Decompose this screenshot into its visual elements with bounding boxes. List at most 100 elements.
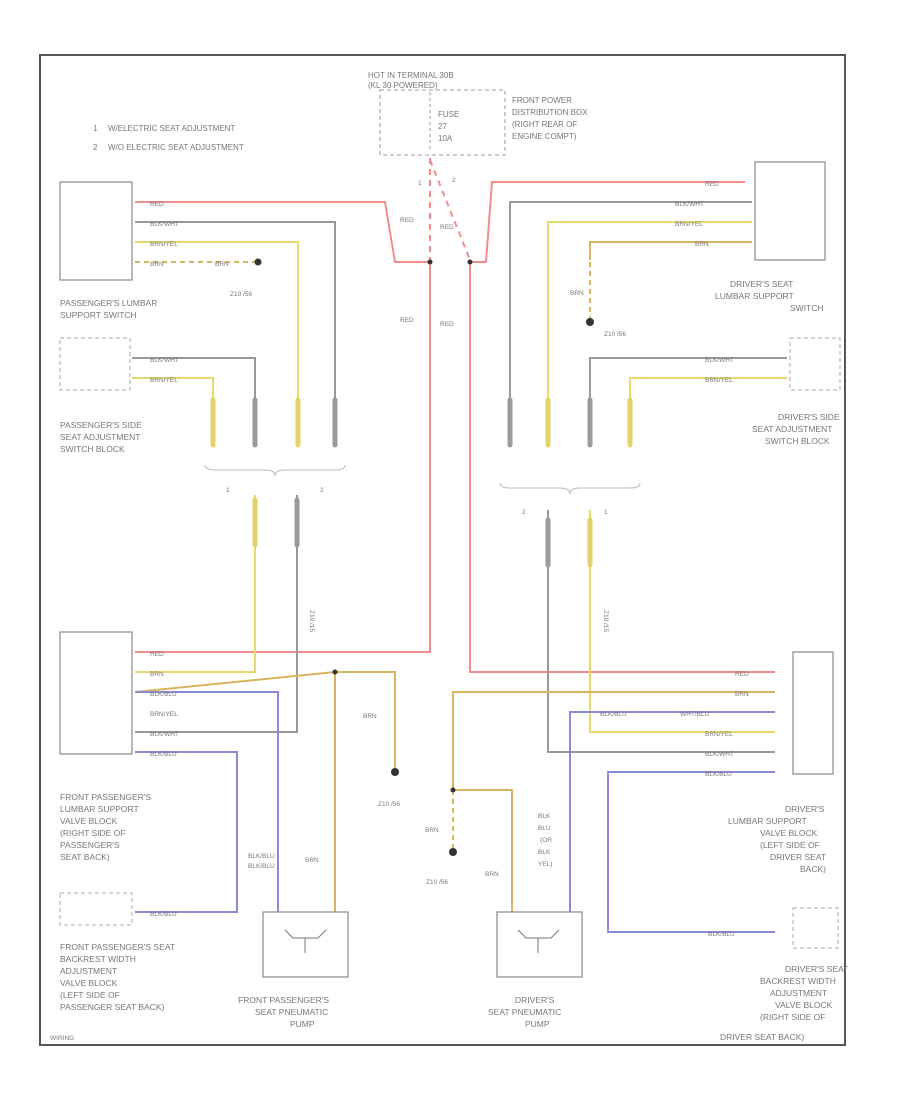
pass-switch-red: RED: [150, 201, 164, 208]
pass-lumbar-label-1: PASSENGER'S LUMBAR: [60, 298, 157, 308]
wire-blkwht-pass-2: [132, 357, 256, 420]
pass-pump-blu-2: BLK/BLU: [248, 863, 275, 870]
ground-dot-4: [449, 848, 457, 856]
drv-side-blkwht: BLK/WHT: [705, 357, 734, 364]
pass-valve-blublu: BLK/BLU: [150, 691, 177, 698]
red-label-1: RED: [400, 217, 414, 224]
drv-width-label-1: DRIVER'S SEAT: [785, 964, 848, 974]
pass-pump-box: [262, 911, 349, 978]
footer-code: WIRING: [50, 1035, 74, 1042]
wire-blkwht-pass-1: [135, 221, 336, 420]
pass-width-label-1: FRONT PASSENGER'S SEAT: [60, 942, 175, 952]
pass-option-1: 1: [226, 487, 230, 494]
drv-valve-label-4: (LEFT SIDE OF: [760, 840, 820, 850]
pass-valve-brn: BRN: [150, 671, 164, 678]
pass-pump-label-3: PUMP: [290, 1019, 315, 1029]
wire-red-pass-valve: [135, 262, 431, 653]
wire-red-drv-valve: [469, 262, 775, 673]
pass-option-2: 2: [320, 487, 324, 494]
drv-down-connectors: [545, 517, 593, 568]
drv-valve-label-1: DRIVER'S: [785, 804, 825, 814]
wire-brnyel-drv-down: [589, 510, 775, 733]
pass-down-connectors: [252, 497, 300, 548]
wire-red-drop-2: [429, 159, 471, 261]
fuse-rating: 10A: [438, 134, 453, 143]
box-label-2: DISTRIBUTION BOX: [512, 108, 588, 117]
pass-switch-blkwht: BLK/WHT: [150, 221, 179, 228]
drv-pump-blu-4: BLK: [538, 849, 551, 856]
pass-switch-brn: BRN: [150, 261, 164, 268]
drv-side-label-1: DRIVER'S SIDE: [778, 412, 840, 422]
drv-valve-blublu-2: BLK/BLU: [705, 771, 732, 778]
pass-valve-red: RED: [150, 651, 164, 658]
drv-pump-brn: BRN: [485, 871, 499, 878]
red-label-4: RED: [440, 321, 454, 328]
splice-label-1: Z10 /15: [308, 610, 315, 632]
wire-blublu-pass-1: [135, 691, 279, 912]
pass-side-brnyel: BRN/YEL: [150, 377, 178, 384]
drv-down-wires: [547, 510, 775, 753]
drv-width-label-2: BACKREST WIDTH: [760, 976, 836, 986]
pass-valve-label-5: PASSENGER'S: [60, 840, 120, 850]
pass-valve-wires: [134, 671, 396, 913]
pass-down-wires: [135, 495, 298, 733]
wire-brnyel-pass-down: [135, 495, 256, 673]
splice-dot-red-2: [467, 259, 473, 265]
ground-dot-3: [586, 318, 594, 326]
drv-pump-blu-2: BLU: [538, 825, 551, 832]
fuse-number: 27: [438, 122, 447, 131]
pass-side-label-3: SWITCH BLOCK: [60, 444, 125, 454]
wire-brnyel-pass-2: [132, 377, 214, 420]
splice-dot-brn-1: [332, 669, 338, 675]
hot-label-1: HOT IN TERMINAL 30B: [368, 71, 454, 80]
drv-valve-label-3: VALVE BLOCK: [760, 828, 818, 838]
pass-width-label-3: ADJUSTMENT: [60, 966, 117, 976]
pass-valve-blublu-2: BLK/BLU: [150, 751, 177, 758]
pass-width-label-5: (LEFT SIDE OF: [60, 990, 120, 1000]
pass-side-label-1: PASSENGER'S SIDE: [60, 420, 142, 430]
drv-side-label-2: SEAT ADJUSTMENT: [752, 424, 832, 434]
drv-option-1: 1: [604, 509, 608, 516]
ground-label-4: Z10 /56: [426, 879, 448, 886]
drv-valve-label-5: DRIVER SEAT: [770, 852, 826, 862]
legend: 1 W/ELECTRIC SEAT ADJUSTMENT 2 W/O ELECT…: [93, 124, 244, 152]
wire-brn-drv-valve: [452, 691, 775, 790]
ground-label-3: Z10 /56: [604, 331, 626, 338]
ground-dot-2: [391, 768, 399, 776]
wire-brn-drv-1: [589, 241, 752, 260]
drv-connectors: [507, 397, 633, 448]
drv-width-label-3: ADJUSTMENT: [770, 988, 827, 998]
wire-red-pass-switch: [135, 201, 430, 263]
pass-switch-brnyel: BRN/YEL: [150, 241, 178, 248]
wire-blkwht-drv-down: [547, 510, 775, 753]
drv-valve-blkwht: BLK/WHT: [705, 751, 734, 758]
hot-label-2: (KL 30 POWERED): [368, 81, 438, 90]
wire-brn-drv-pump: [453, 789, 513, 912]
pass-width-blublu: BLK/BLU: [150, 911, 177, 918]
pass-valve-label-3: VALVE BLOCK: [60, 816, 118, 826]
box-label-3: (RIGHT REAR OF: [512, 120, 577, 129]
pass-width-label-2: BACKREST WIDTH: [60, 954, 136, 964]
pass-valve-box: [59, 631, 133, 755]
red-wires: [135, 158, 775, 673]
drv-width-label-5: (RIGHT SIDE OF: [760, 1012, 826, 1022]
pass-side-blkwht: BLK/WHT: [150, 357, 179, 364]
drv-valve-wires: [452, 691, 775, 933]
pass-width-box: [59, 892, 133, 926]
drv-valve-whtblu: WHT/BLU: [680, 711, 710, 718]
drv-switch-wires: [509, 201, 752, 420]
pass-valve-label-1: FRONT PASSENGER'S: [60, 792, 151, 802]
drv-pump-box: [496, 911, 583, 978]
ground-dot-1: [254, 258, 262, 266]
pass-pump-brn: BRN: [305, 857, 319, 864]
legend-text-1: W/ELECTRIC SEAT ADJUSTMENT: [108, 124, 235, 133]
pass-pump-label-2: SEAT PNEUMATIC: [255, 1007, 328, 1017]
drv-side-switch-box: [789, 337, 841, 391]
legend-text-2: W/O ELECTRIC SEAT ADJUSTMENT: [108, 143, 244, 152]
drv-lumbar-label-1: DRIVER'S SEAT: [730, 279, 793, 289]
legend-number-2: 2: [93, 143, 98, 152]
drv-lumbar-label-3: SWITCH: [790, 303, 824, 313]
drv-pump-label-1: DRIVER'S: [515, 995, 555, 1005]
drv-switch-blkwht: BLK/WHT: [675, 201, 704, 208]
splice-label-2: Z10 /15: [602, 610, 609, 632]
